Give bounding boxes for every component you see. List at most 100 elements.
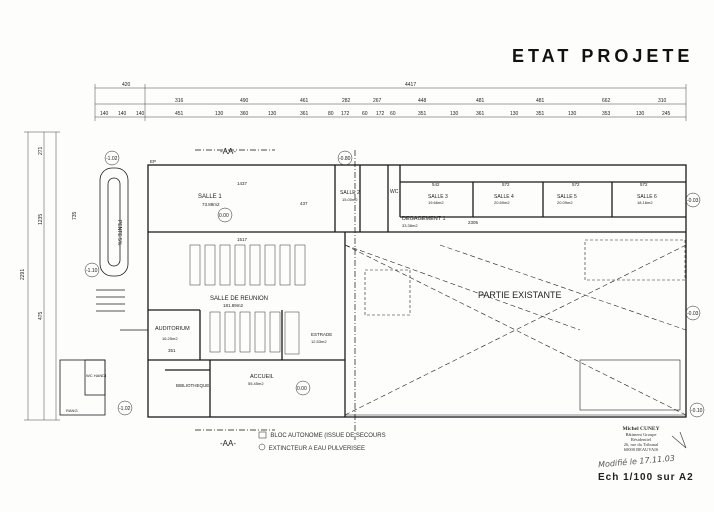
dim-label: 60 — [362, 111, 368, 117]
dim-label: 130 — [568, 111, 577, 117]
room-name-auditorium: AUDITORIUM — [155, 326, 190, 332]
room-area: 19.66m2 — [428, 200, 444, 205]
dim-label: 420 — [122, 82, 131, 88]
architect-stamp: Michel CUNEY Bâtiment Groupe Résidentiel… — [618, 426, 664, 452]
room-dim: 351 — [168, 348, 176, 353]
room-area: 20.09m2 — [557, 200, 573, 205]
dim-label: 475 — [38, 311, 44, 320]
signature-mark — [671, 431, 687, 449]
room-dim: 2305 — [468, 220, 479, 225]
room-name-accueil: ACCUEIL — [250, 374, 274, 380]
extinguisher-icon — [258, 443, 266, 451]
room-area: 33.38m2 — [402, 223, 418, 228]
dim-label: 310 — [658, 98, 667, 104]
dim-label: 130 — [215, 111, 224, 117]
plan-title: ETAT PROJETE — [512, 46, 694, 66]
existing-part — [344, 239, 687, 416]
dim-label: 130 — [510, 111, 519, 117]
room-area: 20.69m2 — [494, 200, 510, 205]
dim-label: 1235 — [38, 214, 44, 225]
dim-label: 481 — [476, 98, 485, 104]
dim-label: 490 — [240, 98, 249, 104]
section-labels: -AA- -AA- — [220, 147, 236, 448]
dim-label: 60 — [390, 111, 396, 117]
stamp-name: Michel CUNEY — [622, 426, 660, 432]
left-dimension-labels: 2291 271 1235 735 475 — [20, 146, 78, 320]
dim-label: 360 — [240, 111, 249, 117]
room-area: 73.89m2 — [202, 202, 220, 207]
dim-label: 361 — [476, 111, 485, 117]
legend-text: EXTINCTEUR A EAU PULVERISEE — [268, 446, 365, 452]
signature-icon — [671, 431, 687, 449]
dim-label: 351 — [418, 111, 427, 117]
dimension-lines — [24, 84, 687, 421]
room-name-wc: WC — [390, 189, 399, 195]
room-name-degagement: DEGAGEMENT 1 — [402, 216, 446, 222]
room-area: 12.53m2 — [311, 339, 327, 344]
dim-label: 481 — [536, 98, 545, 104]
dim-label: 245 — [662, 111, 671, 117]
room-area: 18.16m2 — [637, 200, 653, 205]
dim-label: 351 — [536, 111, 545, 117]
room-name-salle5: SALLE 5 — [557, 194, 577, 200]
dim-label: 140 — [118, 111, 127, 117]
level-label: -1.02 — [119, 406, 131, 412]
dim-label: 735 — [72, 211, 78, 220]
dim-label: 130 — [268, 111, 277, 117]
dim-label: 267 — [373, 98, 382, 104]
dim-label: 461 — [300, 98, 309, 104]
dim-label: 2291 — [20, 269, 26, 280]
ramp-and-stairs — [59, 167, 148, 416]
stamp-line: 26, rue du Tribunal — [623, 442, 659, 447]
room-dim: 1437 — [237, 181, 248, 186]
level-label: 0.00 — [219, 213, 229, 219]
room-name-salle2: SALLE 2 — [340, 190, 360, 196]
stamp-line: 60000 BEAUVAIS — [623, 447, 659, 452]
room-name-salle3: SALLE 3 — [428, 194, 448, 200]
room-area: 15.00m2 — [342, 197, 358, 202]
legend-exit-block: 15 BLOC AUTONOME (ISSUE DE SECOURS — [262, 433, 385, 439]
level-label: -1.02 — [106, 156, 118, 162]
section-mark-bottom: -AA- — [220, 439, 236, 448]
room-area: 55.45m2 — [248, 381, 264, 386]
room-name-bibliotheque: BIBLIOTHEQUE — [176, 383, 209, 388]
room-name-salle6: SALLE 6 — [637, 194, 657, 200]
room-dim: 542 — [432, 182, 440, 187]
section-cut-marks — [195, 149, 356, 440]
section-mark-top: -AA- — [220, 147, 236, 156]
scale-label: Ech 1/100 sur A2 — [598, 472, 694, 483]
room-name-existing: PARTIE EXISTANTE — [478, 290, 562, 300]
dim-label: 448 — [418, 98, 427, 104]
room-dim: 437 — [300, 201, 308, 206]
dim-label: 271 — [38, 146, 44, 155]
seating-rows — [189, 244, 306, 355]
dim-label: 140 — [136, 111, 145, 117]
label-ep: EP — [150, 159, 156, 164]
legend-extinguisher: ⊗ EXTINCTEUR A EAU PULVERISEE — [262, 445, 365, 452]
dim-label: 130 — [636, 111, 645, 117]
dim-label: 316 — [175, 98, 184, 104]
room-dim: 572 — [572, 182, 580, 187]
dim-label: 361 — [300, 111, 309, 117]
level-label: 0.00 — [297, 386, 307, 392]
dim-label: 4417 — [405, 82, 416, 88]
room-name-wc-handi: WC HANDI — [86, 373, 106, 378]
level-label: -1.10 — [86, 268, 98, 274]
room-name-estrade: ESTRADE — [311, 332, 332, 337]
level-label: -0.10 — [691, 408, 703, 414]
dim-label: 662 — [602, 98, 611, 104]
level-label: -0.80 — [339, 156, 351, 162]
room-area: 181.89m2 — [223, 303, 244, 308]
dim-label: 130 — [450, 111, 459, 117]
level-label: -0.03 — [687, 198, 699, 204]
room-name-salle1: SALLE 1 — [198, 194, 222, 200]
room-name-rangement: RANG. — [66, 408, 79, 413]
dim-label: 282 — [342, 98, 351, 104]
stamp-line: Bâtiment Groupe Résidentiel — [625, 432, 657, 442]
room-dim: 572 — [640, 182, 648, 187]
room-area: 16.25m2 — [162, 336, 178, 341]
level-label: -0.03 — [687, 311, 699, 317]
ramp-label: PENTE 5% — [116, 220, 122, 246]
room-dim: 1517 — [237, 237, 248, 242]
